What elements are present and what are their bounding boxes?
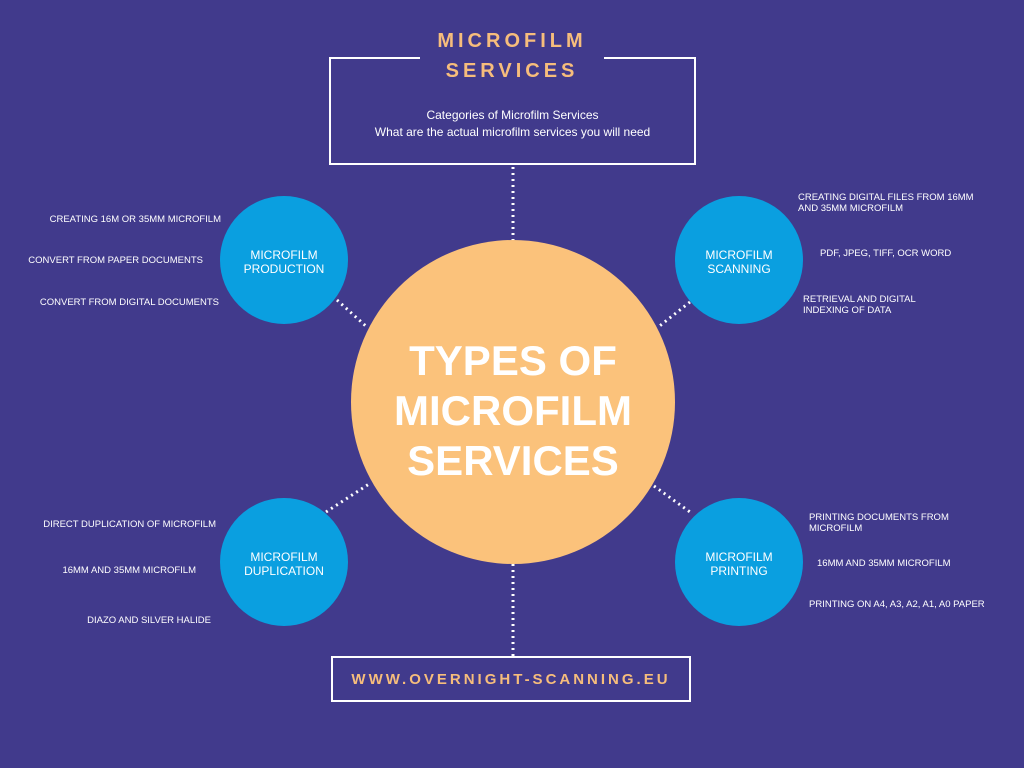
scanning-item-3-line1: RETRIEVAL AND DIGITAL <box>803 294 916 305</box>
header-title-mask <box>420 40 604 80</box>
node-scanning-label2: SCANNING <box>707 262 771 276</box>
node-duplication-label1: MICROFILM <box>250 550 318 564</box>
connector-production <box>335 298 370 330</box>
footer-url-box[interactable]: WWW.OVERNIGHT-SCANNING.EU <box>331 656 691 702</box>
node-printing-label1: MICROFILM <box>705 550 773 564</box>
node-production-label1: MICROFILM <box>250 248 318 262</box>
node-production <box>220 196 348 324</box>
production-item-1: CREATING 16M OR 35MM MICROFILM <box>49 214 221 225</box>
node-printing <box>675 498 803 626</box>
node-duplication <box>220 498 348 626</box>
duplication-item-3: DIAZO AND SILVER HALIDE <box>87 615 211 626</box>
node-scanning-label1: MICROFILM <box>705 248 773 262</box>
node-printing-label2: PRINTING <box>710 564 768 578</box>
scanning-item-1-line1: CREATING DIGITAL FILES FROM 16MM <box>798 192 974 203</box>
production-item-2: CONVERT FROM PAPER DOCUMENTS <box>28 255 203 266</box>
header-subtitle-line1: Categories of Microfilm Services <box>426 108 599 122</box>
printing-item-2: 16MM AND 35MM MICROFILM <box>817 558 951 569</box>
header-title-line2: SERVICES <box>445 60 579 82</box>
header-subtitle-line2: What are the actual microfilm services y… <box>374 125 651 139</box>
node-duplication-label2: DUPLICATION <box>244 564 324 578</box>
connector-printing <box>653 484 691 514</box>
scanning-item-1-line2: AND 35MM MICROFILM <box>798 203 904 214</box>
center-circle <box>351 240 675 564</box>
printing-item-1-line2: MICROFILM <box>809 523 863 534</box>
header-title-line1: MICROFILM <box>437 30 587 52</box>
center-title-line2: MICROFILM <box>394 387 632 434</box>
printing-item-3: PRINTING ON A4, A3, A2, A1, A0 PAPER <box>809 599 985 610</box>
duplication-item-1: DIRECT DUPLICATION OF MICROFILM <box>43 519 216 530</box>
scanning-item-3-line2: INDEXING OF DATA <box>803 305 892 316</box>
node-scanning <box>675 196 803 324</box>
connector-scanning <box>656 300 691 330</box>
footer-url[interactable]: WWW.OVERNIGHT-SCANNING.EU <box>351 670 671 688</box>
scanning-item-2: PDF, JPEG, TIFF, OCR WORD <box>820 248 952 259</box>
printing-item-1-line1: PRINTING DOCUMENTS FROM <box>809 512 949 523</box>
center-title-line3: SERVICES <box>407 437 619 484</box>
center-title-line1: TYPES OF <box>409 337 617 384</box>
node-production-label2: PRODUCTION <box>243 262 325 276</box>
production-item-3: CONVERT FROM DIGITAL DOCUMENTS <box>39 297 219 308</box>
connector-duplication <box>325 482 370 514</box>
duplication-item-2: 16MM AND 35MM MICROFILM <box>62 565 196 576</box>
